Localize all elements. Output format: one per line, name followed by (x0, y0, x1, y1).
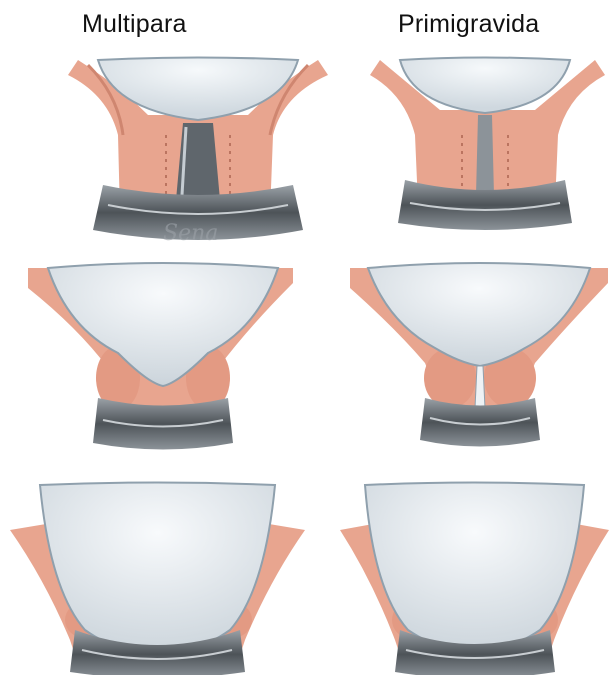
amniotic-sac (48, 263, 278, 386)
title-multipara: Multipara (82, 10, 187, 39)
artist-signature: Sena (163, 221, 218, 246)
amniotic-sac (368, 263, 590, 366)
title-primigravida: Primigravida (398, 10, 539, 39)
cervical-canal (475, 366, 485, 408)
panel-primigravida-early (360, 55, 609, 230)
panel-multipara-early: Sena (48, 55, 348, 250)
panel-primigravida-full (340, 480, 609, 675)
cervical-canal (476, 115, 494, 198)
panel-multipara-mid (28, 258, 328, 453)
panel-primigravida-mid (350, 258, 609, 453)
vaginal-wall (93, 398, 233, 450)
panel-multipara-full (10, 480, 310, 675)
